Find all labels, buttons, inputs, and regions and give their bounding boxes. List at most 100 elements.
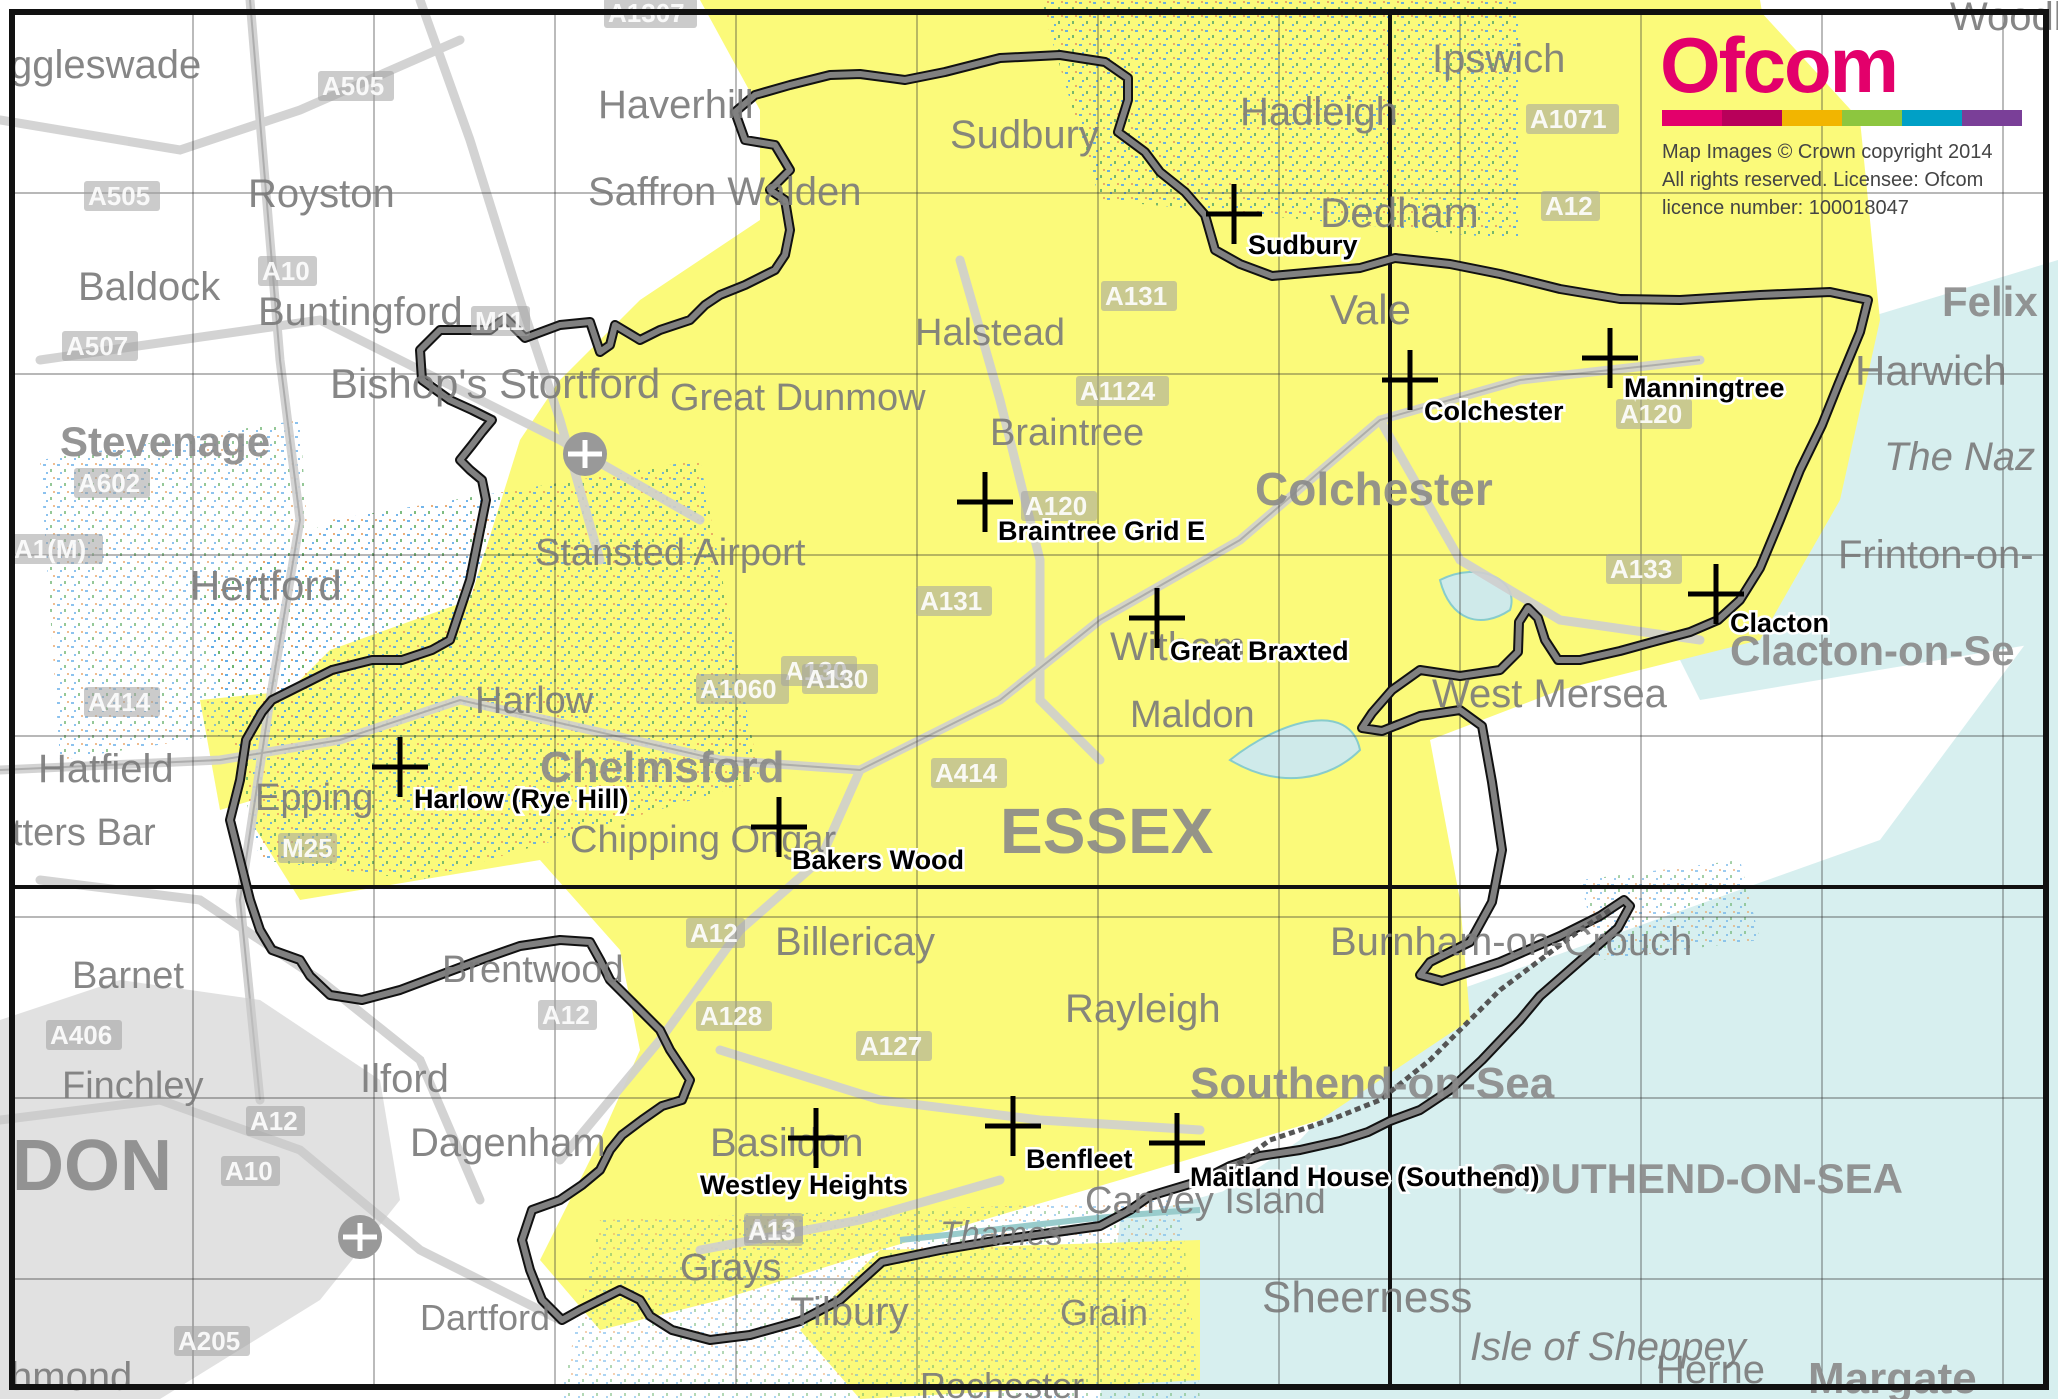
road-shield — [696, 1001, 772, 1031]
place-label: Dagenham — [410, 1121, 606, 1165]
site-label: Great Braxted — [1170, 636, 1349, 666]
site-label: Westley Heights — [700, 1170, 908, 1200]
place-label: Hertford — [190, 562, 342, 609]
road-shield — [174, 1326, 250, 1356]
road-shield — [258, 256, 317, 286]
place-label: West Mersea — [1432, 672, 1668, 716]
road-shield — [1606, 554, 1682, 584]
road-label: A507 — [66, 331, 128, 361]
site-label: Harlow (Rye Hill) — [414, 784, 629, 814]
place-label: Burnham-on-Crouch — [1330, 920, 1692, 964]
transmitter-site[interactable]: Maitland House (Southend) — [1149, 1113, 1542, 1195]
transmitter-site[interactable]: Colchester — [1382, 350, 1567, 429]
place-label: Isle of Sheppey — [1470, 1325, 1749, 1369]
place-label: Sheerness — [1262, 1273, 1472, 1322]
road-shield — [10, 534, 103, 564]
place-label: Harlow — [475, 680, 594, 722]
place-label: Hatfield — [38, 747, 174, 791]
crosshair-icon — [957, 472, 1013, 532]
road-shield — [1541, 191, 1600, 221]
coverage-layer — [40, 0, 1880, 1399]
crosshair-icon — [1582, 328, 1638, 388]
transmitter-site[interactable]: Westley Heights — [698, 1108, 911, 1203]
transmitter-site[interactable]: Great Braxted — [1129, 588, 1351, 669]
road-shield — [1101, 281, 1177, 311]
transmitter-site[interactable]: Bakers Wood — [751, 797, 967, 878]
road-label: A120 — [1025, 491, 1087, 521]
transmitter-site[interactable]: Sudbury — [1206, 184, 1360, 263]
road-label: A505 — [88, 181, 150, 211]
place-label: Finchley — [62, 1065, 204, 1107]
place-label: Halstead — [915, 312, 1065, 354]
road-label: A1124 — [1080, 376, 1156, 406]
site-label: Maitland House (Southend) — [1190, 1162, 1539, 1192]
crosshair-icon — [1206, 184, 1262, 244]
place-label: Clacton-on-Se — [1730, 627, 2015, 674]
site-label: Manningtree — [1624, 373, 1785, 403]
transmitter-site[interactable]: Braintree Grid E — [957, 472, 1208, 549]
place-label: Baldock — [78, 265, 221, 309]
road-shield — [1021, 491, 1097, 521]
place-label: Royston — [248, 172, 395, 216]
transmitter-site[interactable]: Benfleet — [985, 1096, 1135, 1177]
place-label: DON — [12, 1126, 172, 1206]
road-labels: A1307A505A505A10A507M11A602A1(M)A414M25A… — [10, 0, 1692, 1356]
place-label: hmond — [10, 1355, 132, 1399]
place-label: Hadleigh — [1240, 90, 1398, 134]
road-shield — [856, 1031, 932, 1061]
crosshair-icon — [1149, 1113, 1205, 1173]
road-shield — [931, 758, 1007, 788]
road-shield — [686, 918, 745, 948]
road-shield — [744, 1216, 803, 1246]
road-label: A131 — [920, 586, 982, 616]
ofcom-logo: Ofcom — [1660, 21, 2022, 126]
airport-icon — [338, 1215, 382, 1259]
crosshair-icon — [1129, 588, 1185, 648]
road-label: A131 — [1105, 281, 1167, 311]
road-label: A128 — [700, 1001, 762, 1031]
road-shield — [1616, 399, 1692, 429]
place-label: Basildon — [710, 1121, 863, 1165]
transmitter-site[interactable]: Clacton — [1688, 564, 1832, 641]
road-label: A12 — [250, 1106, 298, 1136]
crosshair-icon — [1382, 350, 1438, 410]
road-shield — [278, 833, 337, 863]
place-label: SOUTHEND-ON-SEA — [1490, 1155, 1903, 1202]
copyright-notice: Map Images © Crown copyright 2014 All ri… — [1662, 141, 1992, 219]
place-label: Thames — [940, 1215, 1063, 1253]
road-label: A205 — [178, 1326, 240, 1356]
site-label: Braintree Grid E — [998, 516, 1205, 546]
road-label: A1307 — [608, 0, 685, 28]
road-label: A130 — [806, 664, 868, 694]
place-label: Saffron Walden — [588, 170, 862, 214]
transmitter-site[interactable]: Manningtree — [1582, 328, 1787, 406]
logo-text: Ofcom — [1660, 21, 1897, 109]
crosshair-icon — [372, 737, 428, 797]
road-label: A12 — [690, 918, 738, 948]
transmitter-site[interactable]: Harlow (Rye Hill) — [372, 737, 631, 817]
road-shield — [46, 1020, 122, 1050]
place-label: Stansted Airport — [535, 532, 806, 574]
place-label: Herne — [1656, 1348, 1765, 1392]
place-label: Epping — [255, 777, 373, 819]
road-label: A1071 — [1530, 104, 1607, 134]
crosshair-icon — [788, 1108, 844, 1168]
road-label: A120 — [1620, 399, 1682, 429]
road-label: A12 — [542, 1000, 590, 1030]
road-shield — [1526, 104, 1619, 134]
place-label: The Naz — [1884, 435, 2035, 479]
site-label: Benfleet — [1026, 1144, 1133, 1174]
place-label: Braintree — [990, 412, 1144, 454]
road-shield — [471, 306, 530, 336]
london-urban-area — [0, 980, 400, 1399]
place-label: Rochester — [920, 1365, 1084, 1399]
road-label: A602 — [78, 468, 140, 498]
road-shield — [538, 1000, 597, 1030]
place-label: Barnet — [72, 955, 184, 997]
road-shield — [696, 674, 789, 704]
road-label: A414 — [88, 687, 151, 717]
place-label: tters Bar — [12, 812, 156, 854]
